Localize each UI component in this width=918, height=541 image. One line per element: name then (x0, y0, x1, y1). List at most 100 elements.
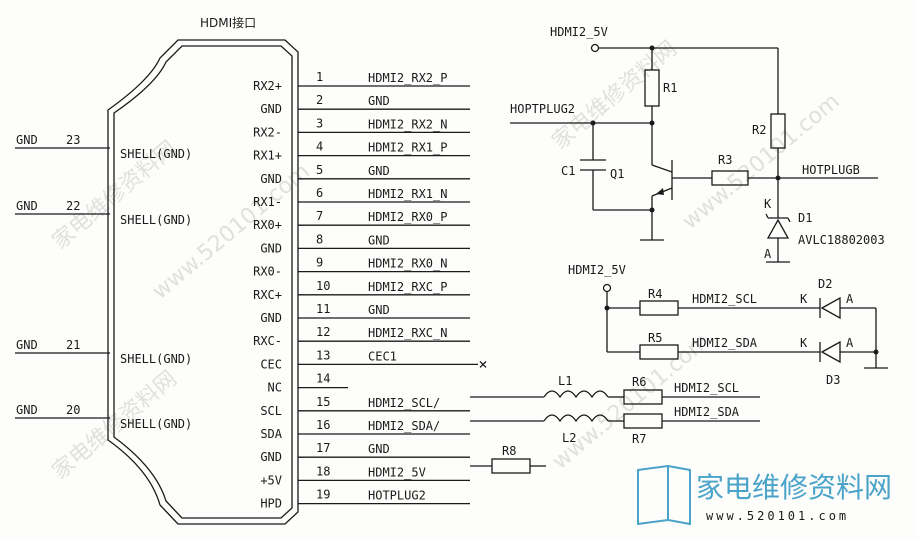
connector-body-inner (113, 45, 293, 519)
net-label: GND (368, 94, 390, 108)
pin-number: 1 (316, 70, 323, 84)
pin-name: RX2+ (253, 79, 282, 93)
hotplug-input-label: HOPTPLUG2 (510, 102, 575, 116)
shell-pin-number: 20 (66, 403, 80, 417)
pin-name: CEC (260, 357, 282, 371)
shell-net: GND (16, 199, 38, 213)
pin-name: SDA (260, 427, 282, 441)
pin-name: RX1+ (253, 149, 282, 163)
d1-k-label: K (764, 197, 772, 211)
r4-label: R4 (648, 287, 662, 301)
pin-number: 13 (316, 348, 330, 362)
hotplug-output-label: HOTPLUGB (802, 163, 860, 177)
supply-terminal (590, 43, 600, 53)
pin-number: 10 (316, 279, 330, 293)
r6-label: R6 (632, 375, 646, 389)
pin-number: 8 (316, 232, 323, 246)
net-label: HDMI2_RX0_N (368, 257, 447, 271)
d1-label: D1 (798, 211, 812, 225)
ddc-supply-label: HDMI2_5V (568, 263, 626, 277)
d2-label: D2 (818, 277, 832, 291)
resistor-r8 (491, 458, 531, 474)
watermark-url: www.520101.com (548, 329, 715, 475)
d2-k-label: K (800, 292, 808, 306)
connector-title: HDMI接口 (200, 15, 256, 30)
ddc-sda-label: HDMI2_SDA (692, 336, 758, 350)
no-connect-mark (479, 360, 487, 368)
net-label: GND (368, 164, 390, 178)
pin-number: 12 (316, 325, 330, 339)
net-label: HDMI2_RXC_N (368, 326, 447, 340)
pin-name: RX1- (253, 195, 282, 209)
pin-number: 11 (316, 302, 330, 316)
shell-net: GND (16, 338, 38, 352)
l1-label: L1 (558, 374, 572, 388)
d1-part-label: AVLC18802003 (798, 233, 885, 247)
shell-pin-number: 22 (66, 199, 80, 213)
r3-label: R3 (718, 153, 732, 167)
filter-sda-out-label: HDMI2_SDA (674, 405, 740, 419)
pin-number: 3 (316, 116, 323, 130)
pin-name: RX0+ (253, 218, 282, 232)
watermark-url: www.520101.com (148, 159, 315, 305)
net-label: HDMI2_RXC_P (368, 280, 447, 294)
d1-a-label: A (764, 247, 772, 261)
resistor-r4 (639, 300, 679, 316)
zener-d1 (765, 213, 791, 223)
pin-number: 19 (316, 488, 330, 502)
ddc-filter-section: L1 R6 HDMI2_SCL L2 R7 HDMI2_SDA R8 (470, 374, 760, 474)
pin-number: 9 (316, 256, 323, 270)
watermark-text: 家电维修资料网 (548, 36, 682, 154)
pin-name: GND (260, 102, 282, 116)
pin-name: SCL (260, 404, 282, 418)
book-icon (637, 464, 669, 526)
shell-net: GND (16, 403, 38, 417)
shell-pin-number: 23 (66, 133, 80, 147)
shell-label: SHELL(GND) (120, 147, 192, 161)
r8-label: R8 (502, 444, 516, 458)
net-label: HDMI2_RX2_P (368, 71, 447, 85)
net-label: CEC1 (368, 349, 397, 363)
d3-label: D3 (826, 373, 840, 387)
r5-label: R5 (648, 331, 662, 345)
d3-a-label: A (846, 336, 854, 350)
net-label: HDMI2_RX1_N (368, 187, 447, 201)
pin-number: 16 (316, 418, 330, 432)
pin-number: 14 (316, 372, 330, 386)
pin-number: 2 (316, 93, 323, 107)
pin-name: RX0- (253, 265, 282, 279)
pin-name: GND (260, 241, 282, 255)
shell-label: SHELL(GND) (120, 352, 192, 366)
l2-label: L2 (562, 431, 576, 445)
net-label: HDMI2_SCL/ (368, 396, 440, 410)
pin-name: RXC+ (253, 288, 282, 302)
pin-number: 18 (316, 464, 330, 478)
pin-name: HPD (260, 497, 282, 511)
net-label: GND (368, 303, 390, 317)
pin-name: RXC- (253, 334, 282, 348)
ddc-scl-label: HDMI2_SCL (692, 292, 757, 306)
pin-number: 6 (316, 186, 323, 200)
site-logo: 家电维修资料网 www.520101.com (637, 464, 892, 526)
hotplug-circuit: HDMI2_5V R1 HOPTPLUG2 C1 Q1 R3 (510, 25, 885, 263)
net-label: HDMI2_5V (368, 465, 426, 479)
logo-text: 家电维修资料网 (696, 471, 892, 504)
pin-number: 7 (316, 209, 323, 223)
net-label: HOTPLUG2 (368, 489, 426, 503)
pin-name: NC (268, 381, 282, 395)
ddc-protection-circuit: HDMI2_5V R4 R5 HDMI2_SCL HDMI2_SDA K A D… (568, 263, 888, 387)
d2-a-label: A (846, 292, 854, 306)
net-label: HDMI2_SDA/ (368, 419, 440, 433)
r2-label: R2 (752, 123, 766, 137)
filter-scl-out-label: HDMI2_SCL (674, 381, 739, 395)
q1-label: Q1 (610, 167, 624, 181)
shell-net: GND (16, 133, 38, 147)
pin-number: 15 (316, 395, 330, 409)
net-label: GND (368, 442, 390, 456)
net-label: HDMI2_RX1_P (368, 141, 447, 155)
logo-url: www.520101.com (706, 509, 849, 523)
